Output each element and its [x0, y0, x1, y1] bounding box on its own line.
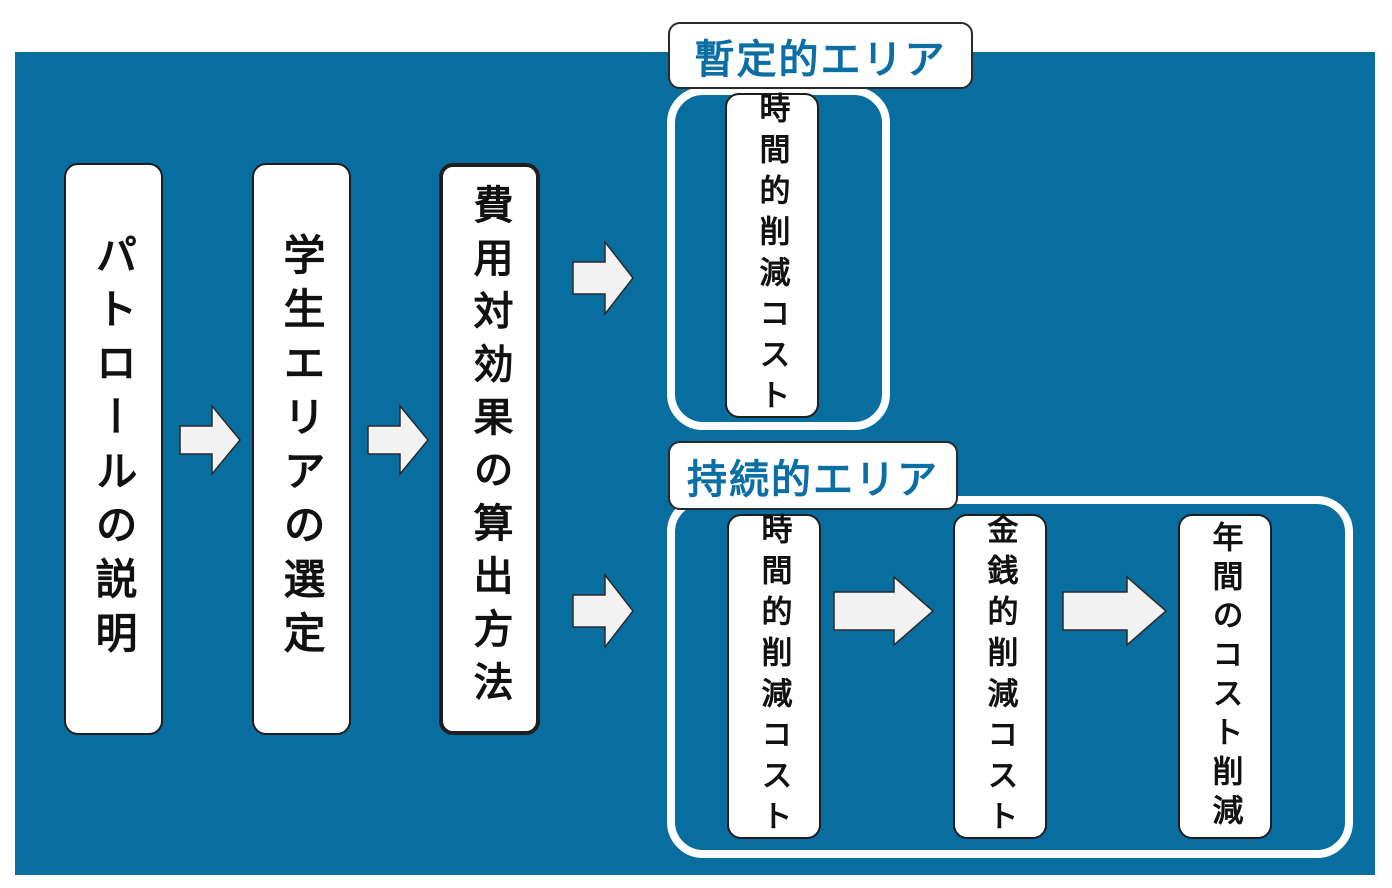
- temporary-area-frame: [667, 87, 890, 430]
- step-label-patrol-explanation: パトロールの説明: [89, 233, 138, 665]
- arrow-right-icon: [179, 404, 241, 476]
- arrow-right-icon: [833, 575, 935, 647]
- step-label-area-selection: 学生エリアの選定: [277, 233, 326, 665]
- sustained-time-cost-label: 時間的削減コスト: [755, 512, 792, 841]
- sustained-money-cost-box: 金銭的削減コスト: [953, 512, 1047, 841]
- sustained-time-cost-box: 時間的削減コスト: [727, 512, 821, 841]
- arrow-right-icon: [1062, 575, 1168, 647]
- arrow-right-icon: [572, 240, 634, 316]
- step-box-area-selection: 学生エリアの選定: [252, 163, 351, 735]
- step-box-cost-effectiveness: 費用対効果の算出方法: [439, 163, 540, 735]
- sustained-area-label: 持続的エリア: [668, 441, 958, 510]
- sustained-annual-cost-label: 年間のコスト削減: [1206, 520, 1243, 833]
- sustained-annual-cost-box: 年間のコスト削減: [1178, 514, 1272, 839]
- step-label-cost-effectiveness: 費用対効果の算出方法: [466, 184, 513, 714]
- temporary-time-cost-box: 時間的削減コスト: [725, 91, 819, 420]
- step-box-patrol-explanation: パトロールの説明: [64, 163, 163, 735]
- temporary-area-label: 暫定的エリア: [668, 22, 973, 89]
- arrow-right-icon: [572, 573, 634, 649]
- arrow-right-icon: [367, 404, 429, 476]
- sustained-area-frame: [667, 496, 1353, 858]
- temporary-time-cost-label: 時間的削減コスト: [753, 91, 790, 420]
- sustained-money-cost-label: 金銭的削減コスト: [981, 512, 1018, 841]
